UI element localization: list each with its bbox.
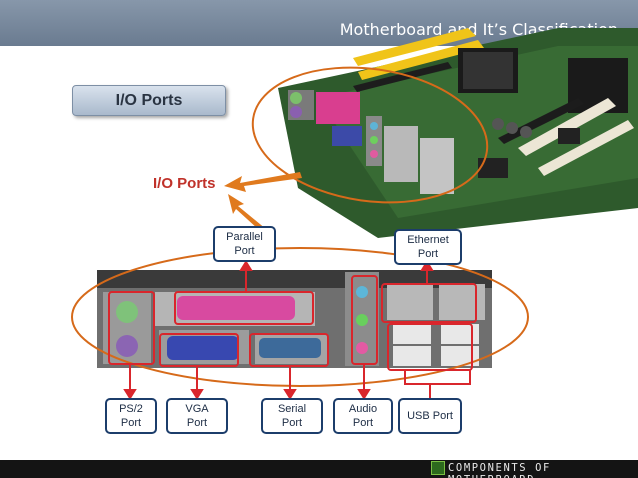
motherboard-image [278, 28, 638, 238]
audio-port-callout: Audio Port [333, 398, 393, 434]
io-panel-image [97, 270, 492, 368]
parallel-port-callout: Parallel Port [213, 226, 276, 262]
serial-port-callout: Serial Port [261, 398, 323, 434]
io-ports-label: I/O Ports [153, 175, 216, 192]
vga-port-callout: VGA Port [166, 398, 228, 434]
footer-text: COMPONENTS OF MOTHERBOARD [448, 462, 551, 478]
ps2-port-callout: PS/2 Port [105, 398, 157, 434]
usb-port-callout: USB Port [398, 398, 462, 434]
footer-bar [0, 460, 638, 478]
ethernet-port-callout: Ethernet Port [394, 229, 462, 265]
io-ports-button[interactable]: I/O Ports [72, 85, 226, 116]
chip-icon [431, 461, 445, 475]
